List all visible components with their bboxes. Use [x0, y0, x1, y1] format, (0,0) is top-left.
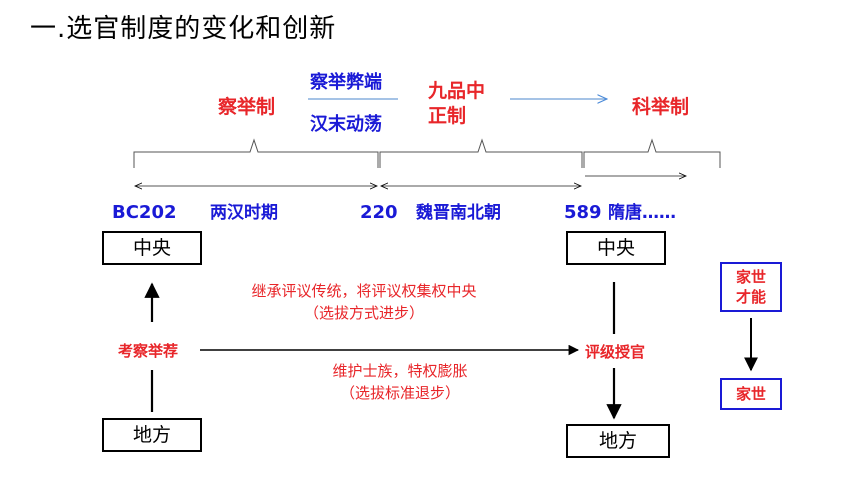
- period-label-suitang: 隋唐……: [608, 203, 676, 223]
- cause-label-2: 汉末动荡: [310, 114, 382, 135]
- note-lower-line2: （选拔标准退步）: [339, 384, 460, 402]
- criteria-after-box: 家世: [720, 378, 782, 410]
- note-lower-line1: 维护士族，特权膨胀: [332, 362, 468, 380]
- page-title: 一.选官制度的变化和创新: [30, 14, 337, 44]
- criteria-before-line2: 才能: [735, 288, 766, 306]
- criteria-before-box: 家世 才能: [720, 262, 782, 312]
- period-label-han: 两汉时期: [210, 203, 278, 223]
- stage-chaju-label: 察举制: [218, 96, 276, 118]
- label-inspect-recommend: 考察举荐: [118, 342, 179, 360]
- cause-label-1: 察举弊端: [310, 72, 382, 93]
- year-label-bc202: BC202: [112, 202, 177, 223]
- box-local-right: 地方: [566, 424, 670, 458]
- brace-suitang: [583, 138, 721, 168]
- stage-keju-label: 科举制: [632, 96, 690, 118]
- note-lower: 维护士族，特权膨胀 （选拔标准退步）: [290, 360, 510, 404]
- box-central-right: 中央: [566, 231, 666, 265]
- stage-jiupin-label-line2: 正制: [428, 105, 467, 127]
- box-local-left: 地方: [102, 418, 202, 452]
- label-grade-appoint: 评级授官: [585, 343, 646, 361]
- note-upper: 继承评议传统，将评议权集权中央 （选拔方式进步）: [216, 280, 512, 324]
- stage-jiupin-label-line1: 九品中: [428, 80, 486, 102]
- note-upper-line1: 继承评议传统，将评议权集权中央: [251, 282, 477, 300]
- period-label-weijin: 魏晋南北朝: [416, 203, 501, 223]
- criteria-before-line1: 家世: [735, 268, 766, 286]
- brace-han: [133, 138, 379, 168]
- brace-weijin: [379, 138, 583, 168]
- year-label-589: 589: [564, 202, 602, 223]
- box-central-left: 中央: [102, 231, 202, 265]
- year-label-220: 220: [360, 202, 398, 223]
- note-upper-line2: （选拔方式进步）: [303, 304, 424, 322]
